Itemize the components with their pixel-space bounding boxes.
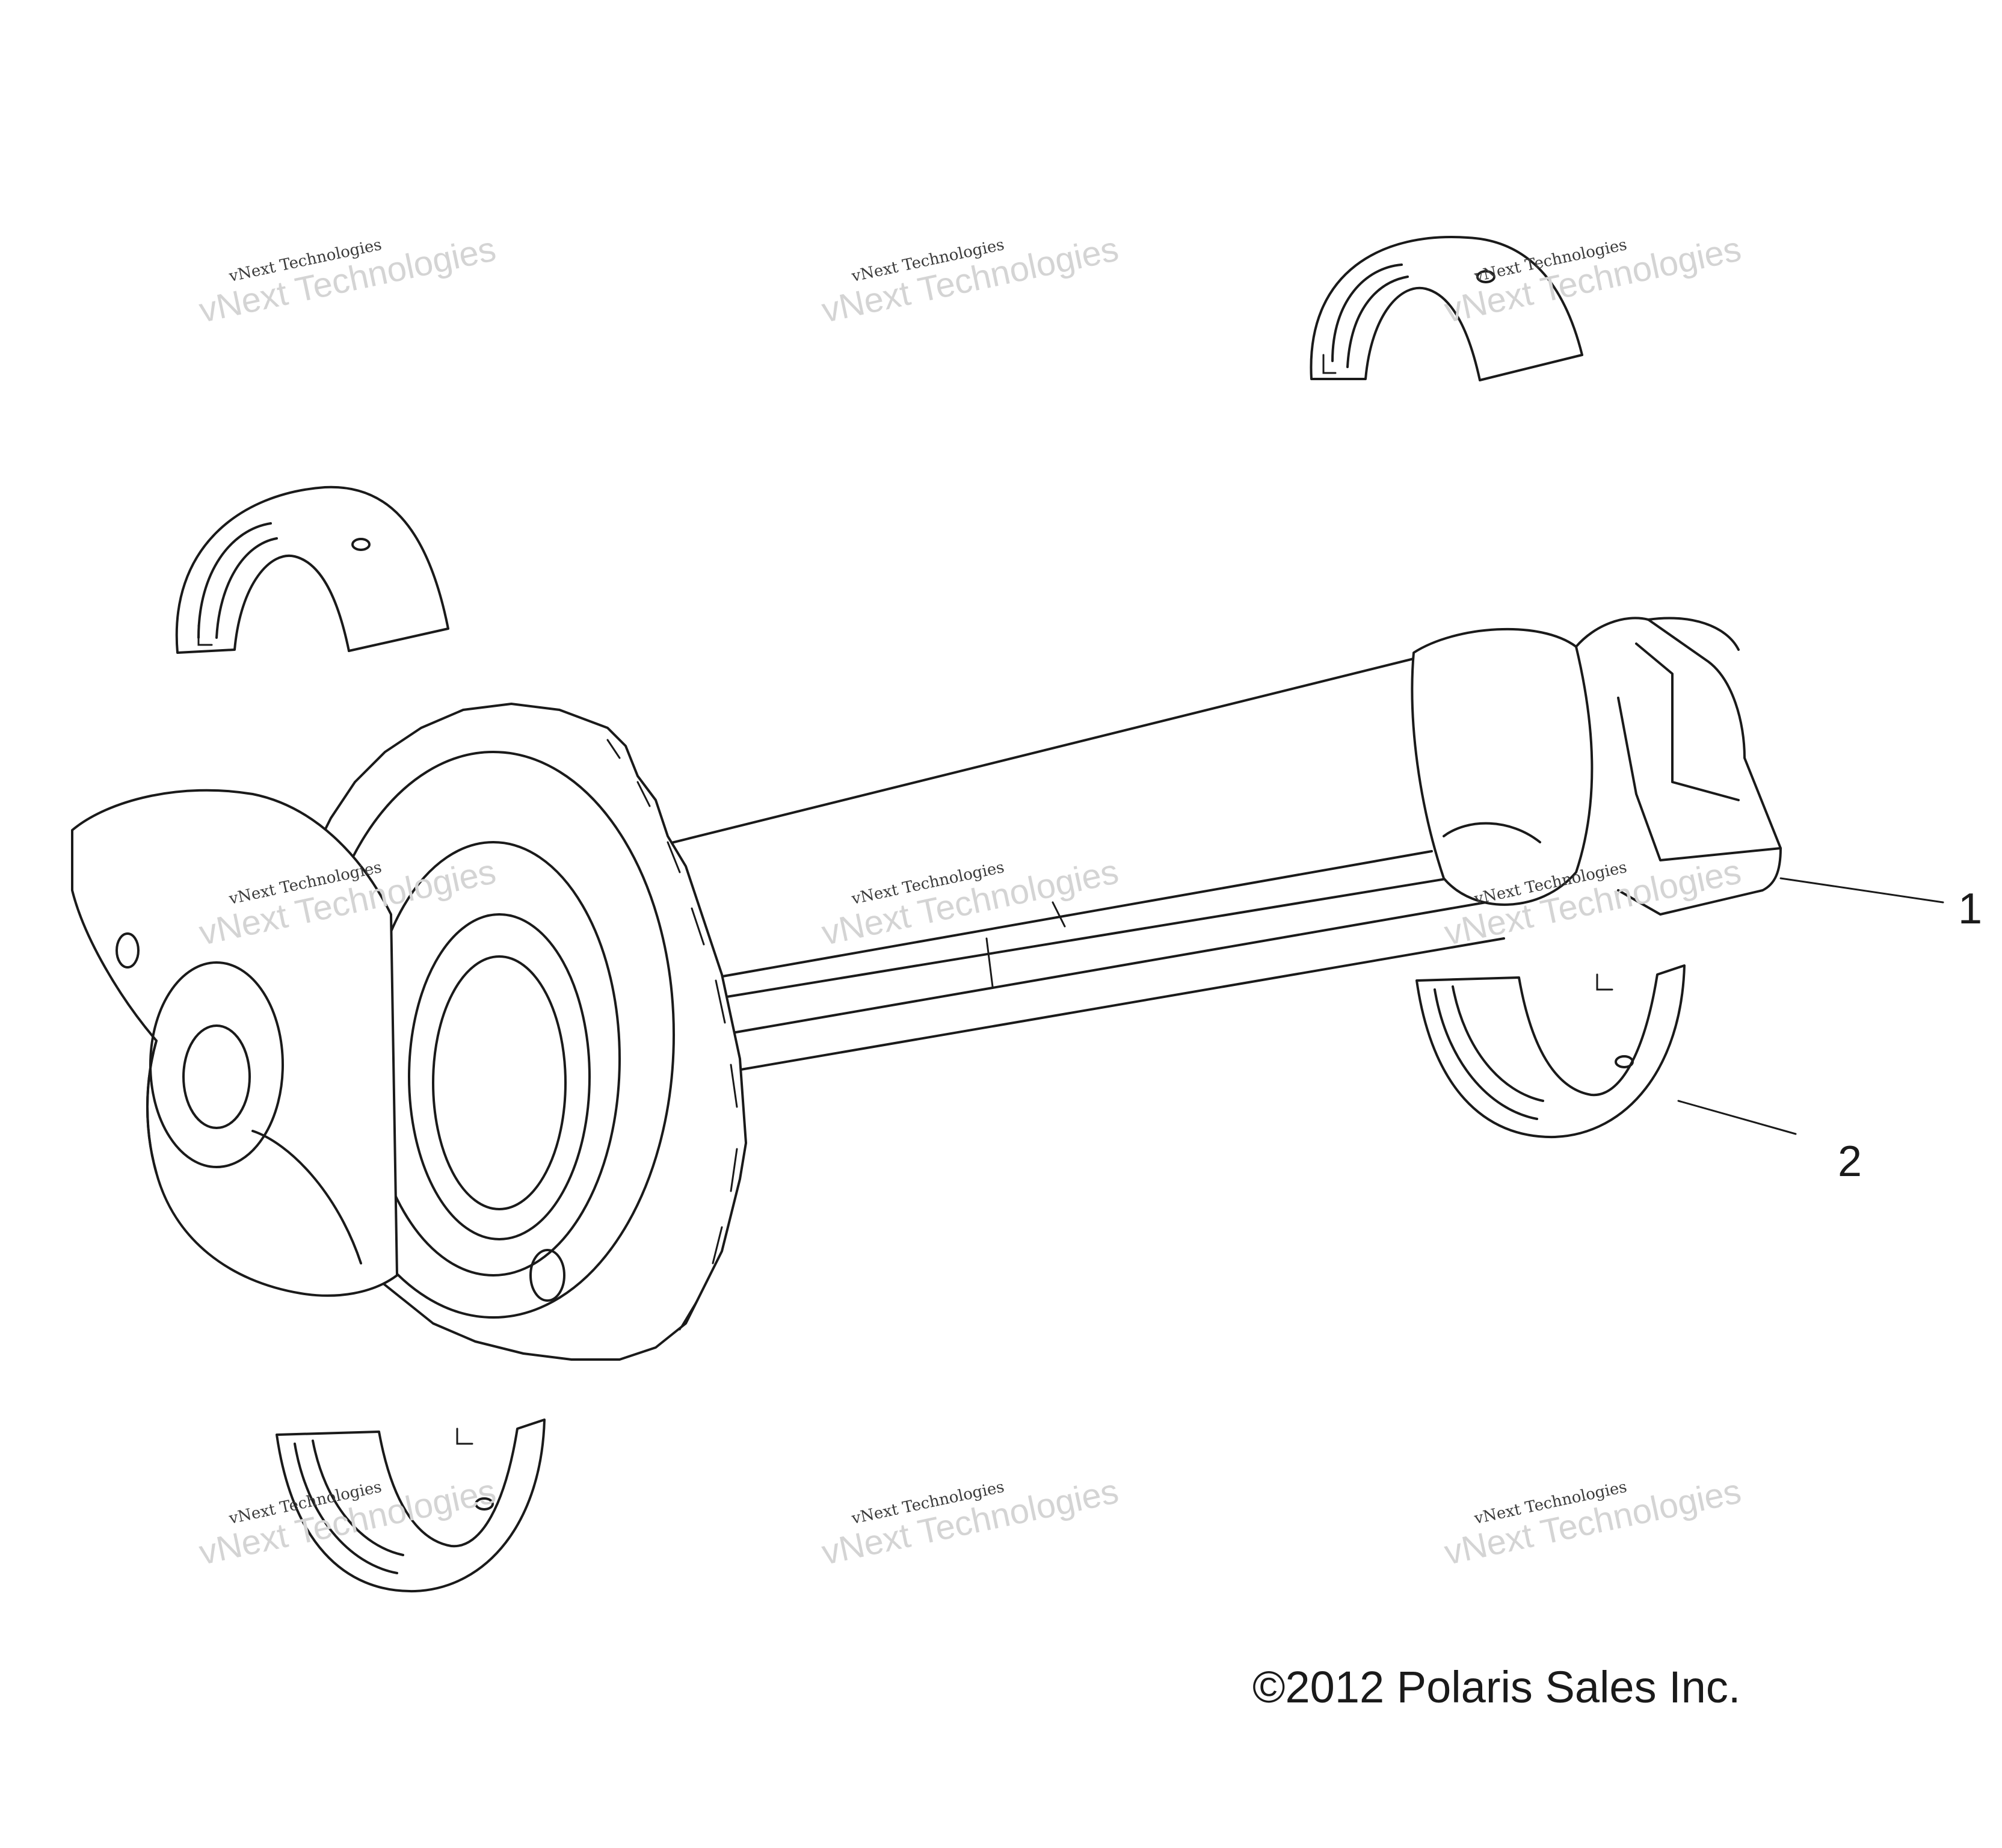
bearing-shell-bottom-left (276, 1418, 546, 1593)
callout-1-leader (1779, 877, 1944, 904)
balance-shaft (648, 617, 1782, 1072)
bearing-shell-bottom-right (1415, 964, 1686, 1139)
bearing-shell-top-left (175, 485, 449, 654)
bearing-shell-top-right (1310, 236, 1583, 381)
callout-1: 1 (1958, 885, 1983, 933)
callout-2-leader (1677, 1100, 1797, 1135)
copyright-notice: ©2012 Polaris Sales Inc. (1252, 1662, 1741, 1712)
callout-2: 2 (1838, 1138, 1862, 1186)
gear-assembly (71, 703, 747, 1361)
